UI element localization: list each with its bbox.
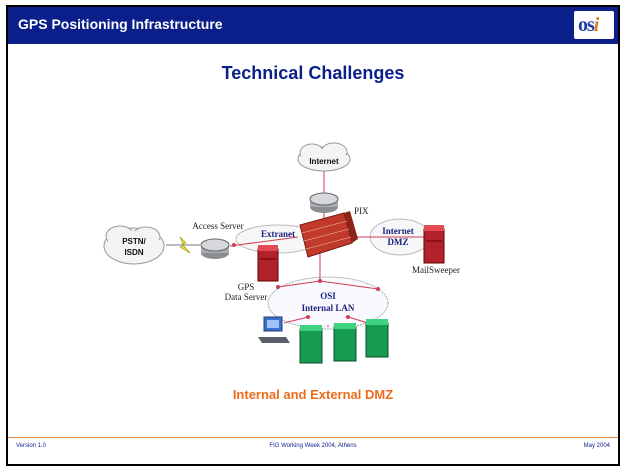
internal-server-icon: [365, 319, 389, 358]
logo-text: os: [578, 14, 595, 36]
diagram-caption: Internal and External DMZ: [232, 387, 394, 402]
pstn-label-1: PSTN/: [122, 237, 146, 246]
internal-server-icon: [333, 323, 357, 362]
mailsweeper-server-icon: [423, 225, 445, 264]
pstn-cloud: PSTN/ ISDN: [103, 225, 165, 265]
logo-accent: i: [593, 14, 599, 36]
access-server-label: Access Server: [192, 221, 243, 231]
access-router-icon: [200, 238, 230, 259]
mailsweeper-label: MailSweeper: [412, 265, 460, 275]
footer-event: FIG Working Week 2004, Athens: [269, 443, 357, 449]
network-nodes: [232, 243, 380, 319]
slide-title: Technical Challenges: [221, 63, 405, 83]
footer-divider: [8, 437, 618, 438]
internet-cloud: Internet: [297, 142, 351, 172]
pstn-label-2: ISDN: [124, 248, 143, 257]
slide: GPS Positioning Infrastructure osi Techn…: [6, 5, 620, 466]
lan-label-2: Internal LAN: [302, 303, 355, 313]
gps-label-2: Data Server: [225, 292, 268, 302]
dmz-label-1: Internet: [382, 226, 414, 236]
pix-label: PIX: [354, 206, 369, 216]
internet-router-icon: [309, 192, 339, 213]
gps-label-1: GPS: [238, 282, 255, 292]
header-bar: GPS Positioning Infrastructure osi: [8, 7, 618, 44]
header-title: GPS Positioning Infrastructure: [18, 16, 223, 32]
lightning-icon: [179, 236, 191, 254]
workstation-icon: [258, 316, 290, 343]
internal-server-icon: [299, 325, 323, 364]
lan-cloud: OSI Internal LAN: [267, 276, 389, 330]
network-diagram: Internet PSTN/ ISDN Extranet Internet DM…: [103, 142, 460, 364]
extranet-label: Extranet: [261, 229, 295, 239]
dmz-label-2: DMZ: [388, 237, 409, 247]
osi-logo: osi: [574, 11, 614, 39]
gps-server-icon: [257, 245, 279, 282]
footer-date: May 2004: [583, 443, 610, 449]
internet-label: Internet: [309, 157, 339, 166]
firewall-icon: [299, 211, 358, 258]
lan-label-1: OSI: [320, 291, 336, 301]
footer-version: Version 1.0: [16, 443, 47, 449]
